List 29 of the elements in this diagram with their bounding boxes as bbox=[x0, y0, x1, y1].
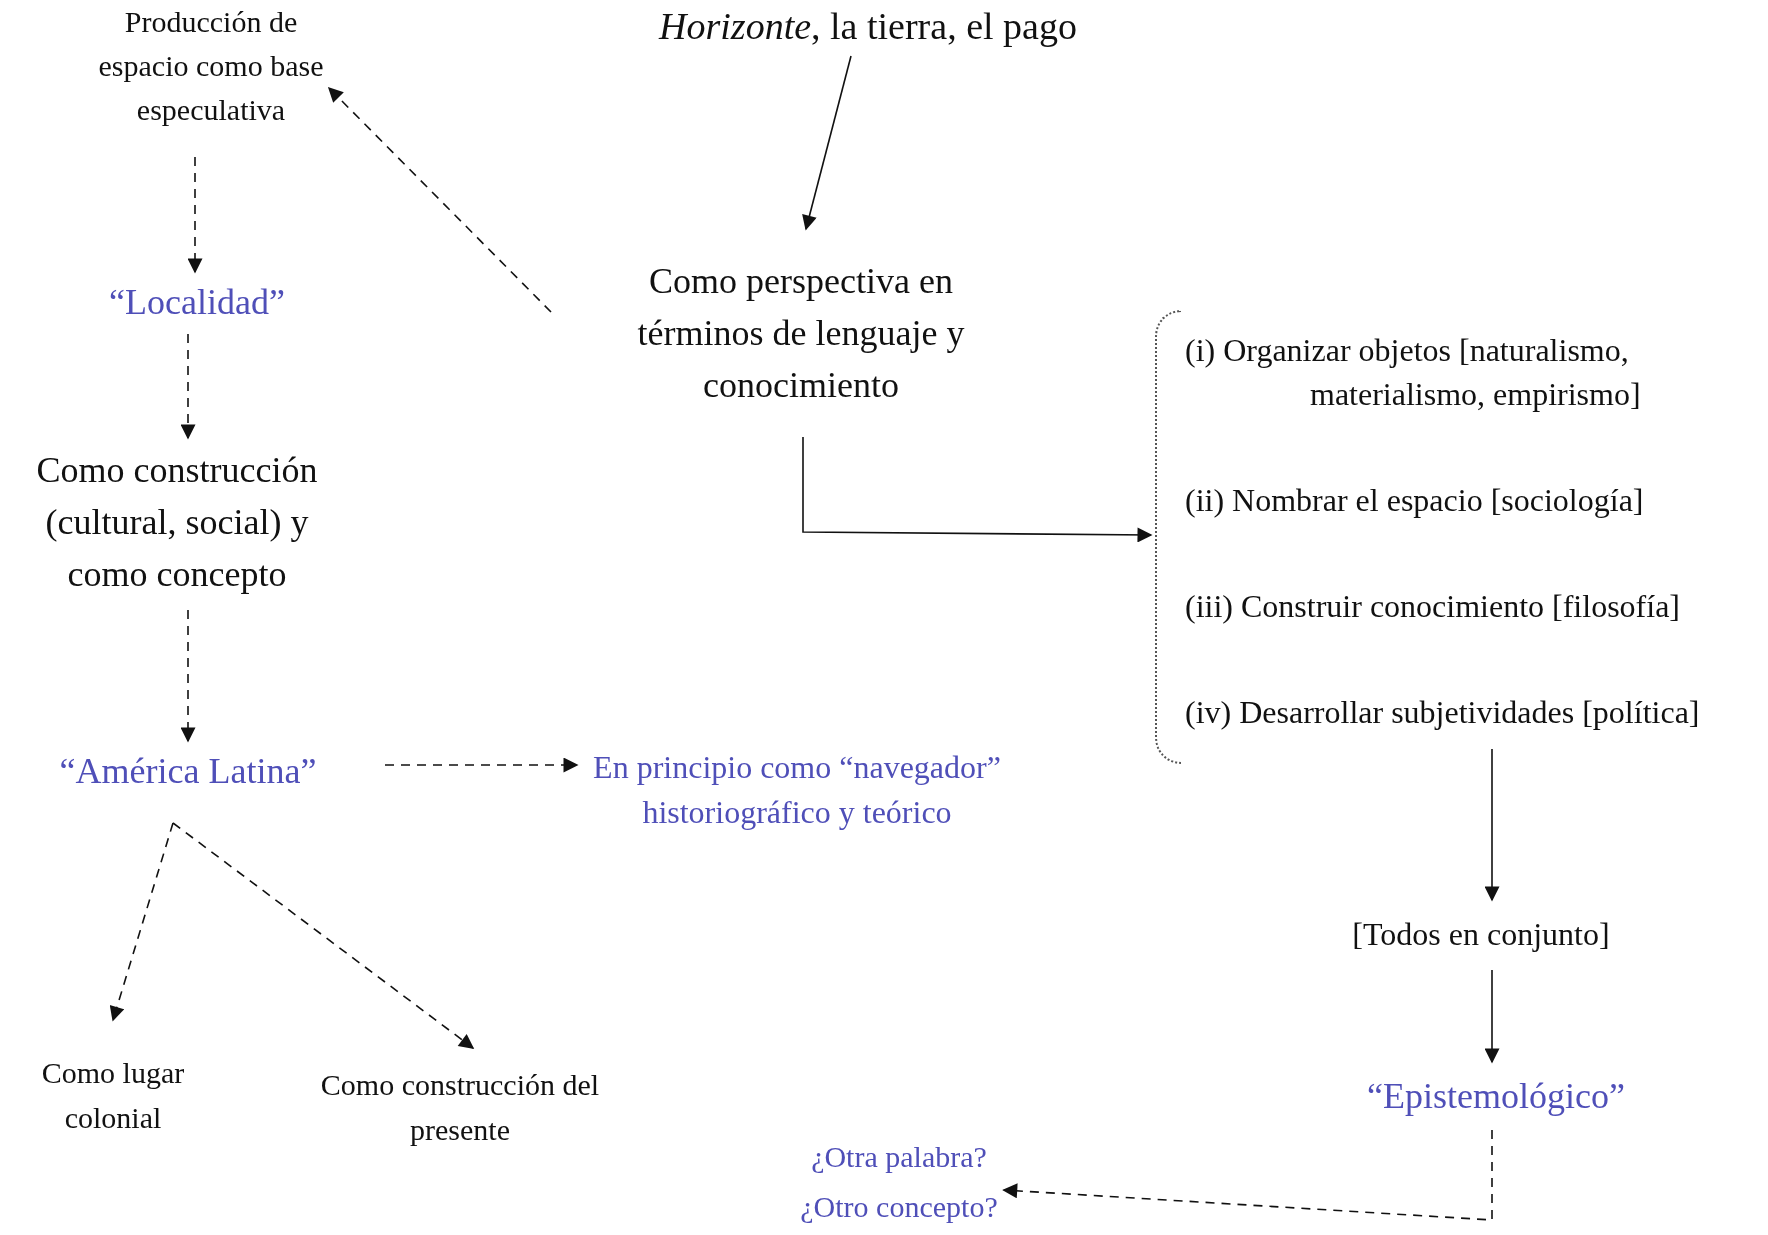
arrow bbox=[109, 822, 174, 1022]
concept-text: Como perspectiva en términos de lenguaje y conocimiento bbox=[591, 255, 1011, 411]
highlighted-concept-text: En principio como “navegador” historiográfico y teórico bbox=[547, 745, 1047, 835]
highlighted-concept-text: “Epistemológico” bbox=[1316, 1072, 1676, 1120]
arrow bbox=[1484, 969, 1500, 1064]
question-text: ¿Otro concepto? bbox=[800, 1190, 998, 1223]
list-item-text: (iii) Construir conocimiento [filosofía] bbox=[1185, 588, 1680, 624]
highlighted-concept-text: “América Latina” bbox=[23, 747, 353, 795]
concept-text: Como construcción (cultural, social) y como concepto bbox=[2, 444, 352, 600]
arrow bbox=[180, 609, 196, 743]
question-text: ¿Otra palabra? bbox=[811, 1140, 987, 1173]
list-item-text: (i) Organizar objetos [naturalismo, materialismo, empirismo] bbox=[1185, 332, 1641, 412]
concept-text: Horizonte, la tierra, el pago bbox=[588, 2, 1148, 50]
arrow bbox=[802, 55, 852, 231]
arrow bbox=[180, 333, 196, 440]
arrow bbox=[327, 86, 552, 313]
arrow bbox=[1002, 1129, 1493, 1221]
arrow bbox=[187, 156, 203, 274]
highlighted-concept-text: “Localidad” bbox=[67, 278, 327, 326]
concept-text: Como construcción del presente bbox=[320, 1062, 600, 1152]
concept-text: [Todos en conjunto] bbox=[1321, 910, 1641, 958]
arrow bbox=[172, 822, 475, 1049]
arrow bbox=[384, 757, 579, 773]
list-item-text: (ii) Nombrar el espacio [sociología] bbox=[1185, 482, 1644, 518]
arrow bbox=[1484, 748, 1500, 902]
list-item-text: (iv) Desarrollar subjetividades [política] bbox=[1185, 694, 1700, 730]
concept-text: Como lugar colonial bbox=[13, 1050, 213, 1140]
arrow bbox=[802, 436, 1153, 543]
concept-text: Producción de espacio como base especulativa bbox=[91, 0, 331, 132]
